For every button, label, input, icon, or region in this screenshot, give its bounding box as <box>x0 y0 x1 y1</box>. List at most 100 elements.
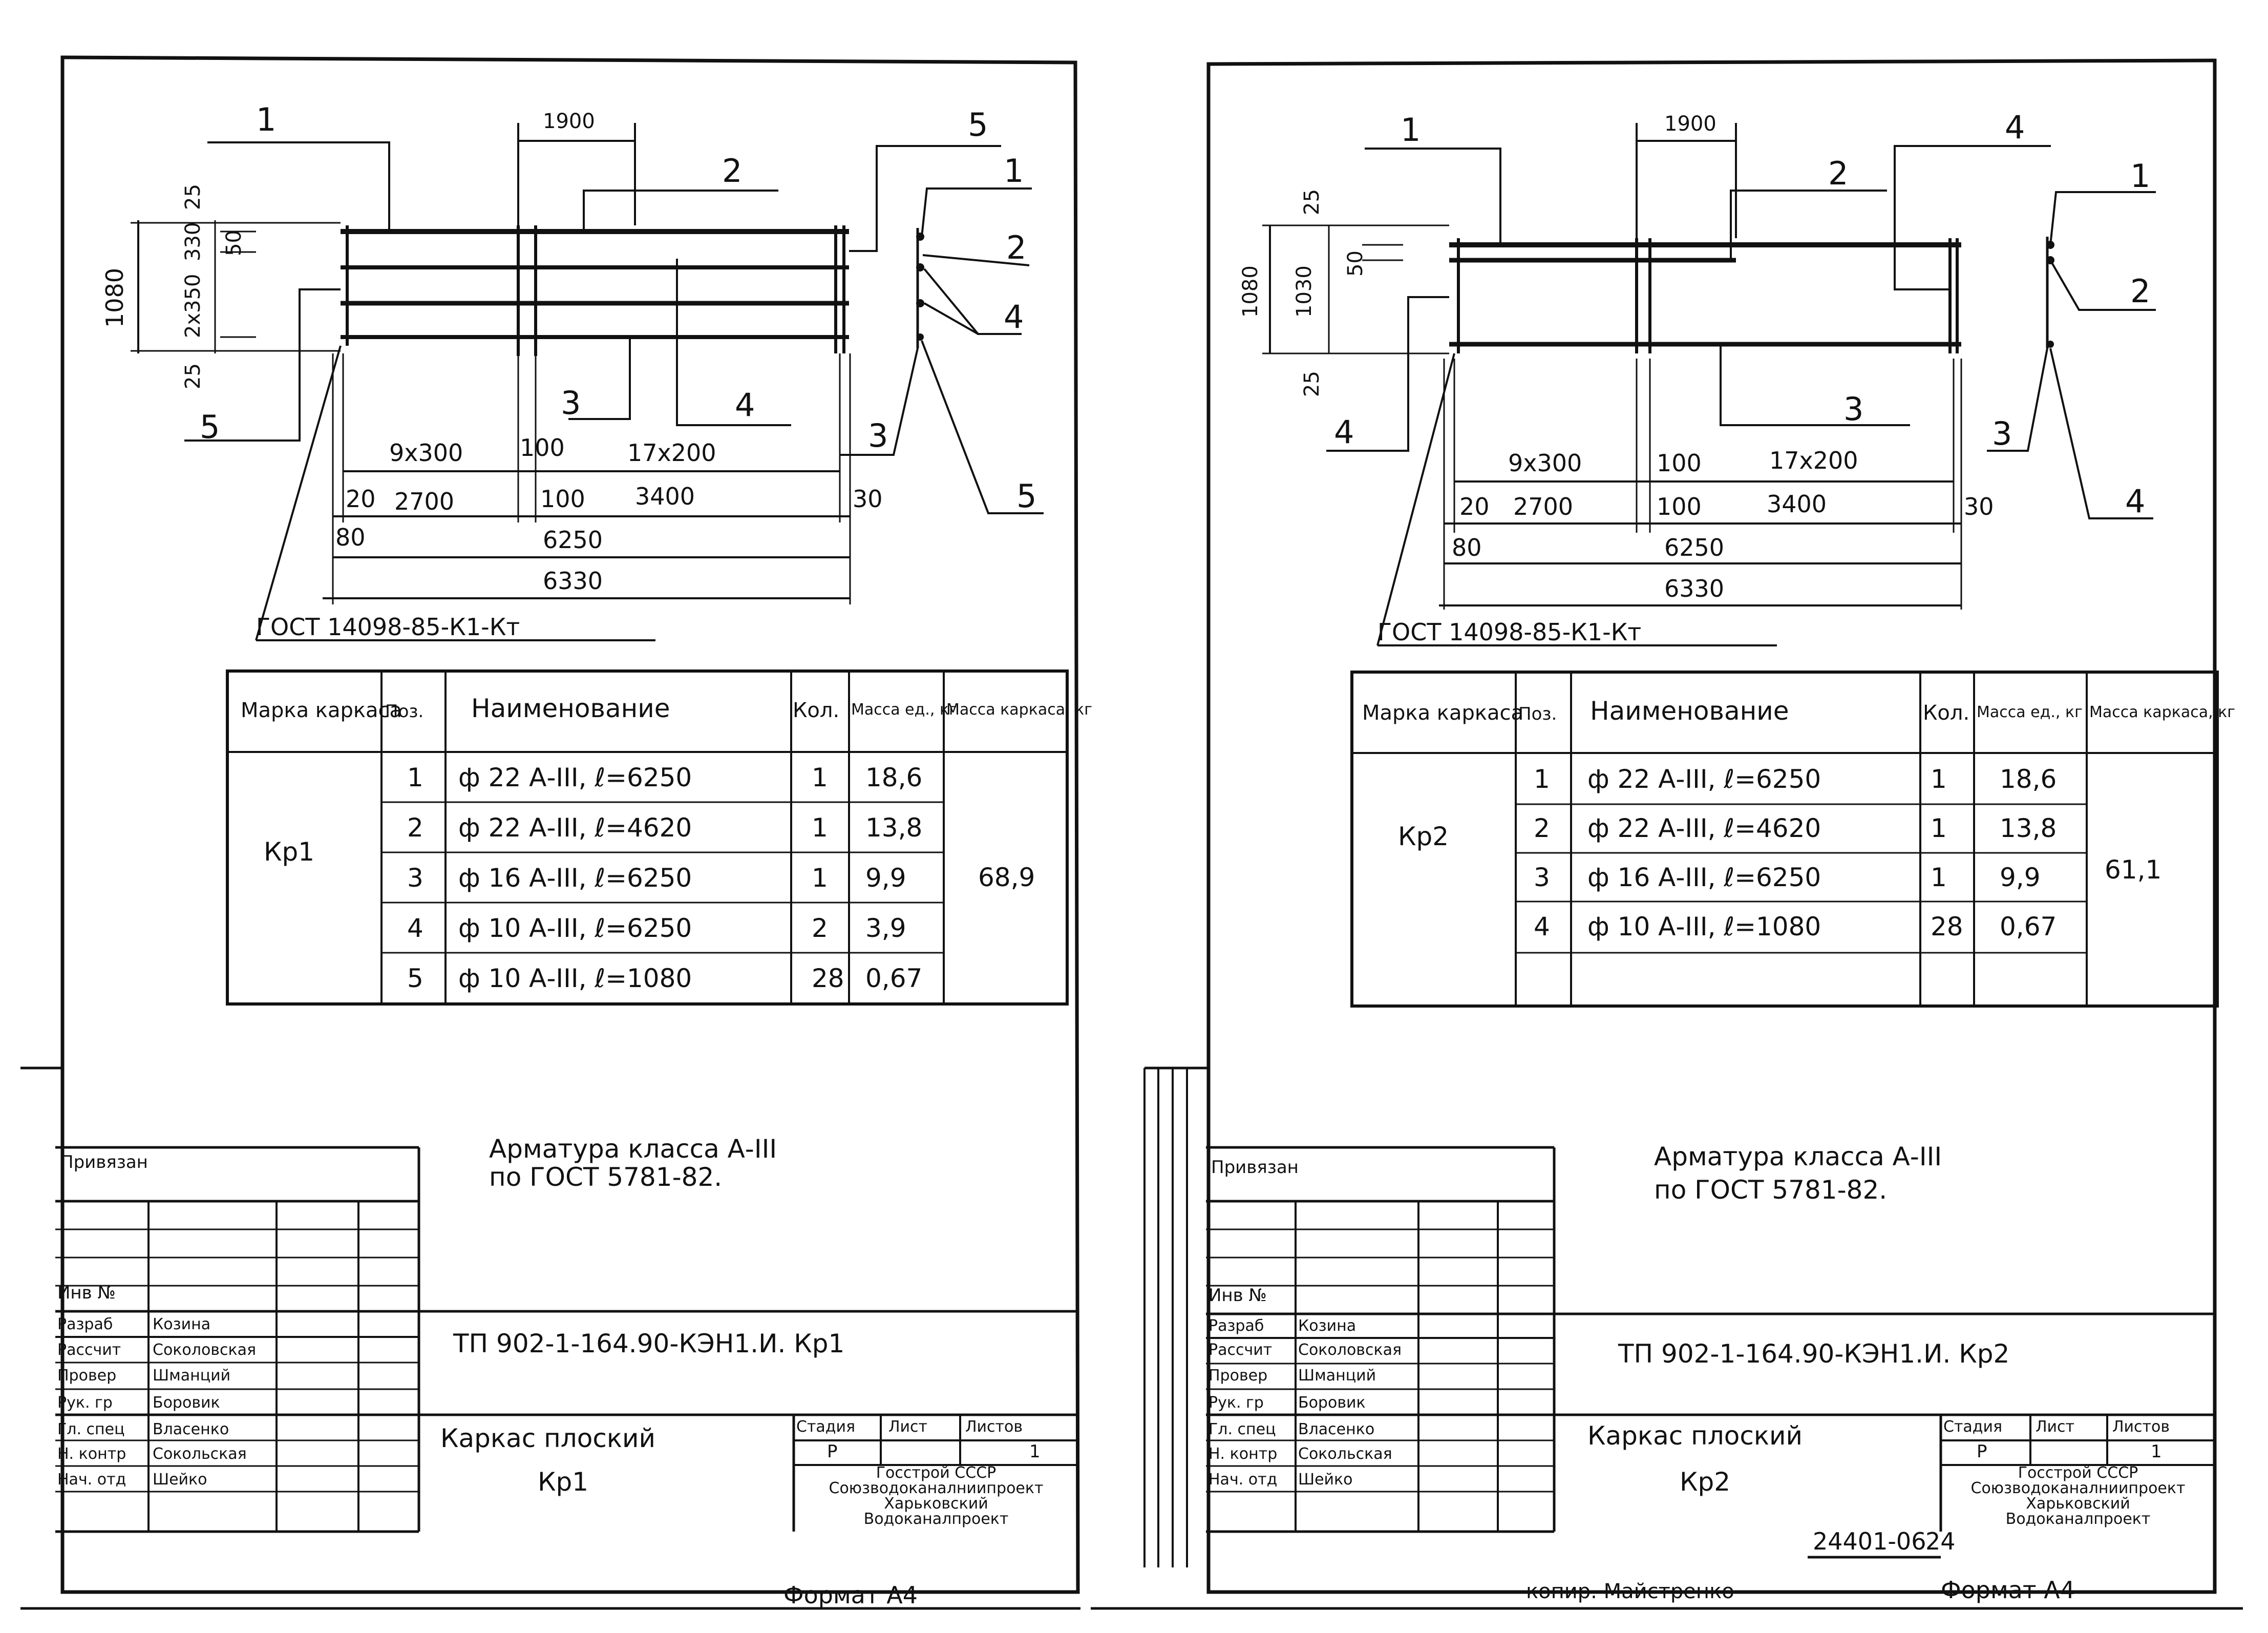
callout-4b: 4 <box>1334 413 1354 451</box>
row-name: ф 22 А-III, ℓ=4620 <box>458 813 692 843</box>
inv: Инв № <box>1209 1285 1267 1306</box>
stage-h: Стадия <box>796 1418 855 1436</box>
frame-plan <box>131 123 1001 641</box>
dim-80: 80 <box>1452 534 1482 561</box>
dim-30: 30 <box>1964 493 1994 520</box>
dim-100: 100 <box>520 434 565 462</box>
sec-1: 1 <box>2130 157 2150 195</box>
th-name: Наименование <box>471 694 670 723</box>
row-poz: 2 <box>407 813 423 843</box>
th-poz: Поз. <box>385 701 423 722</box>
frame-plan <box>1262 123 2051 646</box>
frame-section <box>840 187 1044 514</box>
callout-1: 1 <box>256 101 276 138</box>
title-block <box>1206 1146 2215 1559</box>
role: Нач. отд <box>57 1471 126 1489</box>
row-poz: 1 <box>1534 764 1550 794</box>
callout-1: 1 <box>1401 111 1421 149</box>
dim-9x300: 9x300 <box>389 439 463 467</box>
dim-25b: 25 <box>181 363 205 389</box>
copier: копир. Майстренко <box>1526 1580 1734 1603</box>
org: Харьковский <box>884 1495 988 1513</box>
row-name: ф 22 А-III, ℓ=6250 <box>458 763 692 792</box>
role: Рассчит <box>57 1341 121 1359</box>
callout-3: 3 <box>1843 390 1863 428</box>
gost-product: ГОСТ 14098-85-К1-Кт <box>1377 618 1641 646</box>
dim-20: 20 <box>346 485 376 513</box>
title-word: Каркас плоский <box>1587 1421 1803 1451</box>
dim-80: 80 <box>335 524 366 551</box>
dim-50: 50 <box>222 230 246 256</box>
frame-name: Кр2 <box>1398 822 1449 851</box>
steel-note-1: Арматура класса А-III <box>489 1134 777 1164</box>
sheet-frame <box>1206 58 2217 1594</box>
th-mass: Масса ед., кг <box>851 701 957 719</box>
row-mass: 18,6 <box>2000 764 2057 794</box>
row-poz: 5 <box>407 964 423 993</box>
th-name: Наименование <box>1590 696 1789 726</box>
dim-1900: 1900 <box>1664 112 1716 136</box>
doc-code: ТП 902-1-164.90-КЭН1.И. Кр2 <box>1618 1339 2009 1369</box>
dim-6250: 6250 <box>1664 534 1724 561</box>
dim-17x200: 17x200 <box>627 439 716 467</box>
row-mass: 18,6 <box>865 763 922 792</box>
person: Козина <box>1298 1317 1356 1335</box>
role: Провер <box>57 1367 116 1385</box>
row-kol: 1 <box>812 863 828 893</box>
org: Харьковский <box>2026 1495 2130 1513</box>
row-poz: 3 <box>1534 863 1550 892</box>
row-kol: 1 <box>812 763 828 792</box>
org: Водоканалпроект <box>2006 1510 2151 1528</box>
title-name: Кр2 <box>1680 1467 1730 1497</box>
dim-25: 25 <box>181 184 205 210</box>
dim-1900: 1900 <box>543 110 595 133</box>
role: Н. контр <box>57 1445 126 1463</box>
org: Союзводоканалниипроект <box>1971 1479 2186 1497</box>
callout-2: 2 <box>1828 155 1848 192</box>
dim-17x200: 17x200 <box>1769 447 1858 474</box>
th-kol: Кол. <box>793 699 839 722</box>
spec-table <box>226 669 1069 1006</box>
sheet-frame <box>60 55 1080 1594</box>
steel-note-2: по ГОСТ 5781-82. <box>489 1162 722 1192</box>
stage: Р <box>827 1441 838 1462</box>
th-kol: Кол. <box>1923 701 1969 725</box>
doc-code: ТП 902-1-164.90-КЭН1.И. Кр1 <box>453 1329 844 1358</box>
row-poz: 4 <box>407 913 423 943</box>
row-mass: 0,67 <box>865 964 922 993</box>
format: Формат А4 <box>783 1581 918 1609</box>
sec-4: 4 <box>2125 483 2145 520</box>
role: Гл. спец <box>57 1420 125 1438</box>
role: Н. контр <box>1209 1445 1277 1463</box>
row-poz: 3 <box>407 863 423 893</box>
row-kol: 1 <box>1931 813 1947 843</box>
stage: Р <box>1977 1441 1987 1462</box>
sheets-h: Листов <box>2112 1418 2170 1436</box>
title-name: Кр1 <box>538 1467 588 1497</box>
row-name: ф 16 А-III, ℓ=6250 <box>458 863 692 893</box>
callout-2: 2 <box>722 152 742 190</box>
callout-3: 3 <box>561 384 581 422</box>
mass-total: 61,1 <box>2105 855 2161 885</box>
row-mass: 9,9 <box>865 863 906 893</box>
dim-9x300: 9x300 <box>1508 449 1582 477</box>
frame-name: Кр1 <box>264 837 314 867</box>
dim-100: 100 <box>1657 449 1702 477</box>
title-word: Каркас плоский <box>440 1423 655 1453</box>
title-block <box>55 1146 1078 1533</box>
dim-1030: 1030 <box>1292 265 1316 318</box>
frame-section <box>1987 191 2156 519</box>
row-kol: 2 <box>812 913 828 943</box>
dim-6250: 6250 <box>543 526 603 554</box>
privyazan: Привязан <box>1211 1157 1299 1178</box>
row-mass: 13,8 <box>865 813 922 843</box>
steel-note-2: по ГОСТ 5781-82. <box>1654 1175 1887 1205</box>
person: Сокольская <box>153 1445 247 1463</box>
person: Шманций <box>153 1367 230 1385</box>
role: Гл. спец <box>1209 1420 1276 1438</box>
sec-2: 2 <box>2130 273 2150 310</box>
row-name: ф 16 А-III, ℓ=6250 <box>1587 863 1821 892</box>
row-poz: 4 <box>1534 912 1550 941</box>
row-kol: 1 <box>1931 764 1947 794</box>
row-name: ф 22 А-III, ℓ=4620 <box>1587 813 1821 843</box>
